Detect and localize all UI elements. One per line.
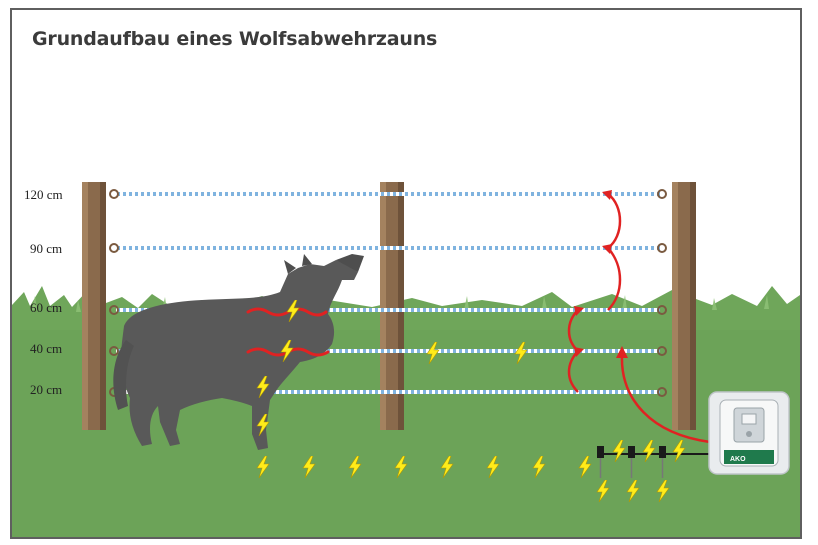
diagram-title: Grundaufbau eines Wolfsabwehrzauns (32, 28, 438, 50)
ground-rod-3 (659, 446, 666, 478)
current-flow-arrows (567, 190, 711, 444)
label-60cm: 60 cm (30, 300, 62, 315)
arrow-energizer-to-fence (620, 353, 711, 444)
wire-120cm (109, 189, 667, 199)
label-120cm: 120 cm (24, 187, 63, 202)
fence-post-right (672, 182, 696, 430)
fence-posts (82, 182, 696, 430)
arrow-90-60 (607, 247, 622, 311)
energizer-brand-logo: AKO (730, 456, 746, 463)
fence-post-middle (380, 182, 404, 430)
diagram-frame: 120 cm 90 cm 60 cm 40 cm 20 cm (10, 8, 802, 539)
arrow-120-90 (607, 193, 622, 249)
wolf-silhouette (113, 254, 364, 450)
fence-post-left (82, 182, 106, 430)
fence-scene: 120 cm 90 cm 60 cm 40 cm 20 cm (12, 182, 800, 537)
label-90cm: 90 cm (30, 241, 62, 256)
height-labels: 120 cm 90 cm 60 cm 40 cm 20 cm (24, 187, 63, 397)
wire-60cm (109, 305, 667, 315)
label-20cm: 20 cm (30, 382, 62, 397)
arrow-40-20 (567, 350, 579, 393)
wire-40cm (109, 346, 667, 356)
ground-rod-1 (597, 446, 604, 478)
energizer-device: AKO (708, 391, 790, 475)
label-40cm: 40 cm (30, 341, 62, 356)
wire-90cm (109, 243, 667, 253)
ground-rod-2 (628, 446, 635, 478)
